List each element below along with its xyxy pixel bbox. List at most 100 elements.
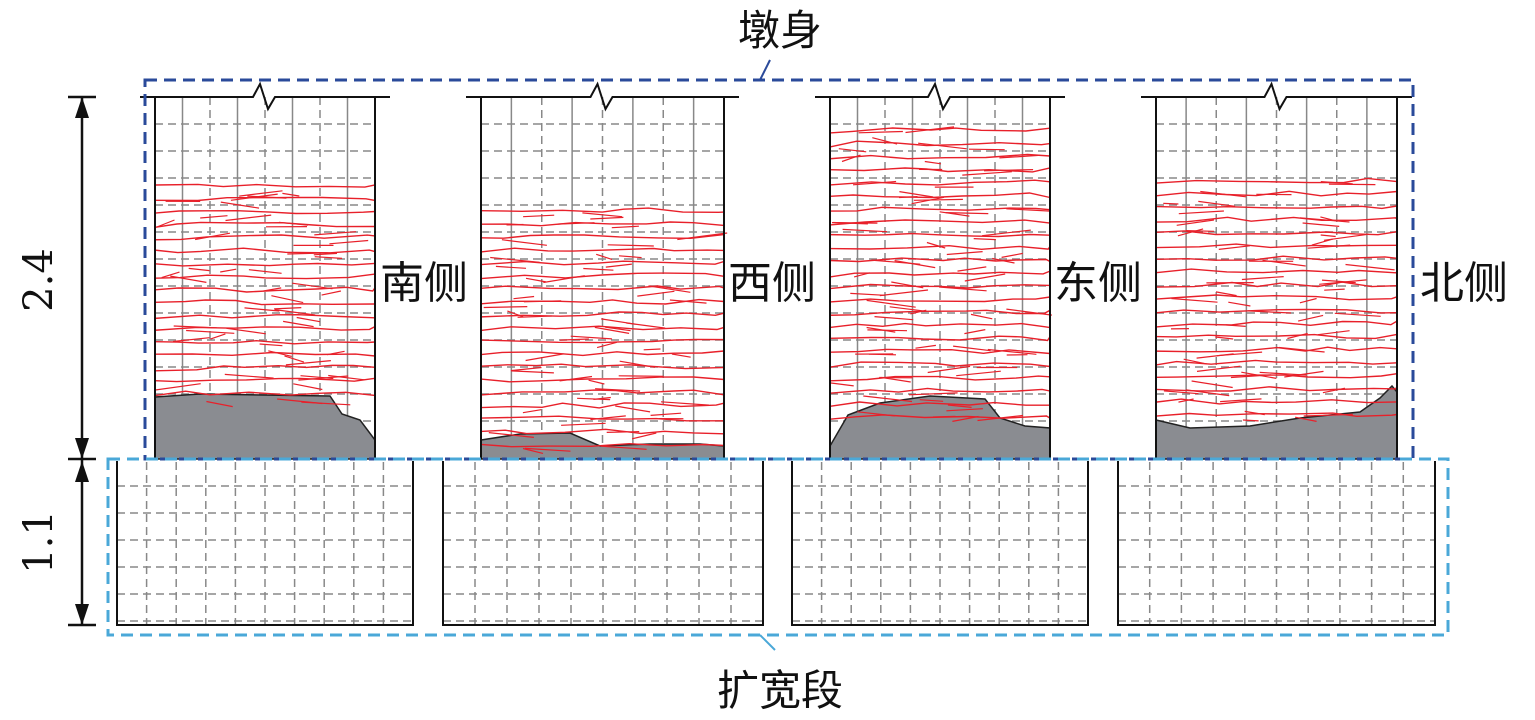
grid-layer [117,97,1435,625]
crack-line [618,375,664,377]
crack-line [154,183,376,188]
crack-line [606,431,640,433]
pier-outline [1141,81,1412,459]
crack-line [263,287,282,292]
crack-line [268,350,292,357]
crack-line [1191,380,1233,389]
crack-line [590,216,624,220]
crack-line [867,329,908,332]
crack-line [924,160,942,165]
crack-line [480,325,725,332]
crack-line [1294,416,1317,422]
crack-line [852,180,897,186]
crack-line [1155,294,1398,301]
crack-line [899,191,934,198]
crack-line [829,283,1051,290]
crack-line [829,322,1051,329]
crack-line [926,241,946,249]
crack-line [1178,210,1224,215]
spalling-layer [154,384,1398,460]
crack-line [314,231,357,236]
crack-line [1155,255,1398,261]
crack-line [631,432,657,440]
crack-line [853,272,870,278]
crack-line [313,252,338,256]
crack-line [230,193,278,201]
crack-line [511,370,554,374]
crack-line [1163,390,1199,395]
crack-line [480,298,725,305]
crack-line [172,337,210,343]
crack-line [154,234,376,241]
crack-line [480,338,725,344]
crack-line [1311,238,1333,246]
crack-line [829,127,1051,134]
crack-line [618,255,642,259]
spalled-region [829,395,1051,460]
crack-line [194,232,231,241]
crack-line [1321,279,1356,284]
face-label-west: 西侧 [728,258,816,309]
crack-line [829,296,1051,303]
crack-line [1163,202,1179,205]
crack-line [200,215,228,219]
crack-line [829,167,1051,173]
crack-line [1006,208,1051,212]
crack-line [513,295,535,300]
crack-line [1155,373,1398,379]
base-outline [791,461,1089,626]
crack-line [293,383,323,391]
crack-line [596,341,617,349]
crack-line [155,383,201,391]
crack-line [983,169,1034,172]
crack-line [829,387,1051,394]
crack-line [637,290,675,297]
crack-line [829,232,1051,238]
crack-line [328,374,365,381]
crack-line [480,389,725,396]
crack-line [170,275,207,283]
crack-line [154,262,376,267]
crack-line [1196,353,1234,359]
crack-line [1284,370,1324,378]
crack-line [829,153,1051,160]
crack-line [480,233,725,240]
pier-outline [140,81,390,459]
crack-line [1319,279,1367,285]
crack-line [523,300,562,303]
widened-section-leader [759,634,776,651]
crack-line [677,232,728,241]
pier-body-label: 墩身 [738,6,822,55]
crack-line [154,390,376,397]
crack-line [326,350,345,356]
crack-line [829,206,1051,212]
crack-line [1320,181,1353,185]
crack-line [570,335,612,340]
crack-line [932,415,956,418]
crack-line [894,260,936,269]
crack-line [186,329,235,334]
crack-line [973,238,996,241]
crack-line [1230,374,1272,379]
crack-line [919,399,944,402]
crack-line [154,377,376,383]
crack-line [284,355,305,363]
crack-line [522,447,544,454]
crack-line [866,299,916,308]
crack-line [611,225,639,229]
crack-line [829,335,1051,342]
crack-line [543,275,585,284]
crack-line [1241,276,1284,281]
crack-line [271,295,304,304]
dim-base-label: 1.1 [16,510,62,574]
crack-line [154,325,376,331]
crack-line [1155,308,1398,314]
crack-line [154,339,376,345]
crack-line [957,266,987,272]
crack-line [977,414,1024,422]
crack-line [314,256,343,259]
crack-line [480,415,724,422]
crack-line [1328,183,1376,186]
crack-line [274,309,316,316]
crack-line [301,401,351,406]
